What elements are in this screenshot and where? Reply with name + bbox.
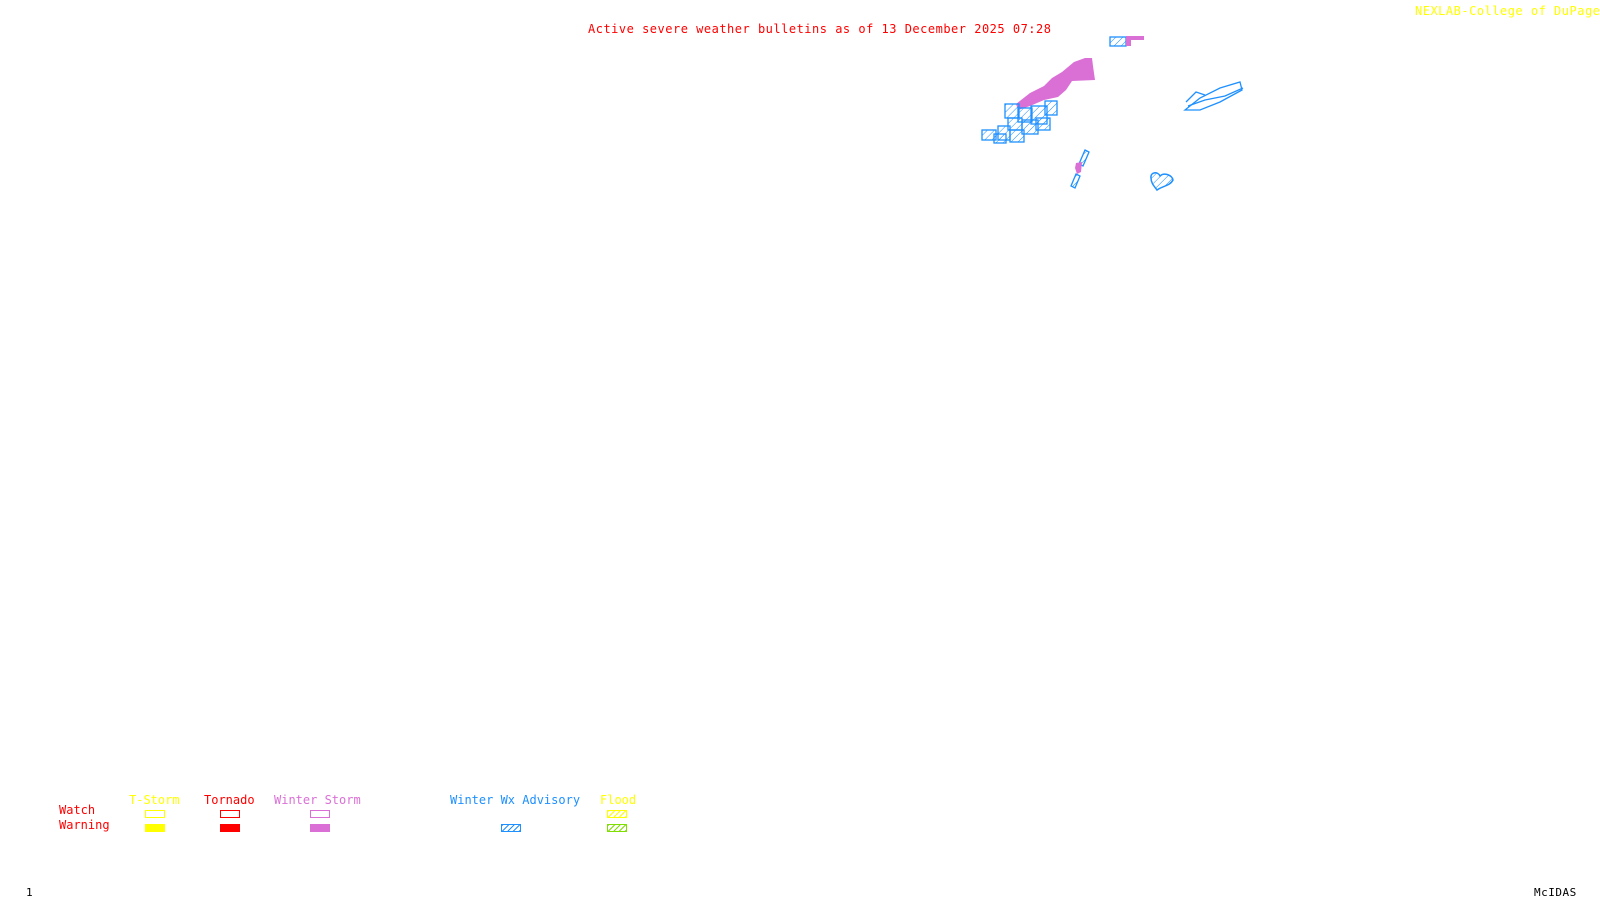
- winter-storm-narrow: [1075, 162, 1082, 174]
- legend-header-winter-storm: Winter Storm: [274, 793, 361, 807]
- software-label: McIDAS: [1534, 886, 1577, 899]
- legend-row-watch: Watch: [59, 803, 96, 817]
- winter-advisory-narrow: [1070, 149, 1090, 189]
- tstorm-watch-swatch: [145, 810, 165, 818]
- winter-advisory-cluster: [981, 100, 1058, 144]
- legend-header-tstorm: T-Storm: [129, 793, 180, 807]
- winter-advisory-east: [1183, 81, 1244, 111]
- legend-row-warning: Warning: [59, 818, 110, 832]
- winter-advisory-warning-swatch: [501, 824, 521, 832]
- winter-advisory-small: [1109, 36, 1127, 47]
- credit-label: NEXLAB-College of DuPage ⇱: [1415, 4, 1600, 18]
- credit-text: NEXLAB-College of DuPage: [1415, 4, 1600, 18]
- legend-header-tornado: Tornado: [204, 793, 255, 807]
- flood-warning-swatch: [607, 824, 627, 832]
- winter-storm-watch-swatch: [310, 810, 330, 818]
- winter-advisory-south: [1150, 172, 1174, 192]
- legend-header-flood: Flood: [600, 793, 637, 807]
- map-title: Active severe weather bulletins as of 13…: [588, 22, 1052, 36]
- tstorm-warning-swatch: [145, 824, 165, 832]
- legend-header-winter-advisory: Winter Wx Advisory: [450, 793, 581, 807]
- winter-storm-warning-swatch: [310, 824, 330, 832]
- winter-storm-warning-area: [1016, 58, 1095, 110]
- frame-number: 1: [26, 886, 34, 899]
- tornado-warning-swatch: [220, 824, 240, 832]
- tornado-watch-swatch: [220, 810, 240, 818]
- winter-storm-small: [1126, 36, 1144, 46]
- flood-watch-swatch: [607, 810, 627, 818]
